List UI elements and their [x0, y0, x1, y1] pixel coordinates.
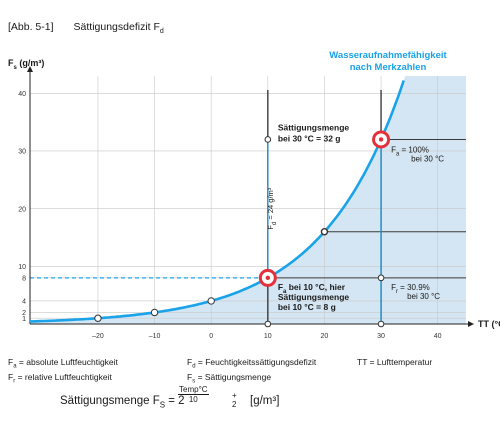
annot-fa-line2: bei 30 °C	[411, 154, 444, 163]
x-tick-label: 20	[321, 333, 329, 340]
annot-fa-line1: Fa = 100%	[391, 145, 429, 157]
x-axis-arrow	[468, 321, 474, 327]
x-tick-label: 30	[377, 333, 385, 340]
y-tick-label: 2	[22, 310, 26, 317]
highlight-dot	[265, 275, 271, 281]
y-tick-label: 1	[22, 316, 26, 323]
legend-right: TT = Lufttemperatur	[357, 357, 432, 367]
x-tick-label: 0	[209, 333, 213, 340]
legend-fd: Fd = Feuchtigkeitssättigungsdefizit	[187, 357, 317, 370]
marker-point	[377, 274, 385, 282]
legend-fr: Fr = relative Luftfeuchtigkeit	[8, 371, 112, 385]
y-tick-label: 30	[18, 149, 26, 156]
x-tick-label: 10	[264, 333, 272, 340]
formula-exponent: Temp°C 10	[178, 385, 209, 404]
data-point	[150, 308, 159, 317]
formula-label-sub: S	[159, 400, 166, 410]
curve-title-line2: nach Merkzahlen	[350, 62, 427, 73]
marker-point	[377, 320, 385, 328]
formula-label: Sättigungsmenge F	[60, 395, 160, 407]
annot-fd: Fd = 24 g/m³	[266, 187, 278, 229]
highlight-dot	[378, 137, 384, 142]
saturation-curve	[29, 80, 405, 323]
formula-exp-numerator: Temp°C	[178, 385, 209, 395]
annot-fa10: Fa bei 10 °C, hier	[278, 282, 346, 295]
x-tick-label: –20	[92, 333, 104, 340]
marker-point	[264, 136, 272, 143]
legend-fa: Fa = absolute Luftfeuchtigkeit	[8, 357, 118, 370]
formula-exp-denominator: 10	[188, 395, 198, 404]
x-tick-label: –10	[149, 333, 161, 340]
legend-fs: Fs = Sättigungsmenge	[187, 371, 272, 385]
formula: Sättigungsmenge FS = 2 Temp°C 10 + 2 [g/…	[60, 385, 279, 410]
y-tick-label: 10	[18, 264, 26, 271]
legend-middle: Fd = Feuchtigkeitssättigungsdefizit Fs =…	[187, 357, 316, 386]
formula-exp-plus: + 2	[232, 391, 237, 409]
y-axis-arrow	[27, 66, 33, 72]
legend-left: Fa = absolute Luftfeuchtigkeit Fr = rela…	[8, 357, 118, 386]
data-point	[207, 297, 215, 305]
marker-point	[264, 320, 272, 328]
curve-title-line1: Wasseraufnahmefähigkeit	[329, 50, 447, 61]
annot-fr-line1: Fr = 30.9%	[391, 283, 430, 295]
legend-tt: TT = Lufttemperatur	[357, 357, 433, 367]
data-point	[94, 314, 102, 322]
x-tick-label: 40	[434, 333, 442, 340]
figure-header: [Abb. 5-1] Sättigungsdefizit Fd	[8, 21, 164, 35]
formula-equals: = 2	[165, 395, 185, 407]
y-tick-label: 4	[22, 299, 26, 306]
annot-fr-line2: bei 30 °C	[407, 292, 440, 301]
figure-title: Sättigungsdefizit F	[73, 21, 160, 33]
marker-point	[321, 228, 328, 236]
annot-sat10-line1: Sättigungsmenge	[278, 292, 350, 302]
y-axis-label: Fs (g/m³)	[8, 58, 44, 71]
annot-sat30-line2: bei 30 °C = 32 g	[278, 133, 341, 143]
figure-title-sub: d	[159, 28, 164, 36]
annot-sat30-line1: Sättigungsmenge	[278, 122, 350, 132]
x-axis-label: TT (°C)	[478, 319, 500, 329]
area-under-curve	[30, 76, 466, 324]
y-tick-label: 8	[22, 275, 26, 282]
formula-unit: [g/m³]	[250, 395, 280, 407]
figure-ref: [Abb. 5-1]	[8, 21, 54, 33]
y-tick-label: 20	[18, 206, 26, 213]
y-tick-label: 40	[18, 91, 26, 98]
annot-sat10-line2: bei 10 °C = 8 g	[278, 302, 336, 312]
